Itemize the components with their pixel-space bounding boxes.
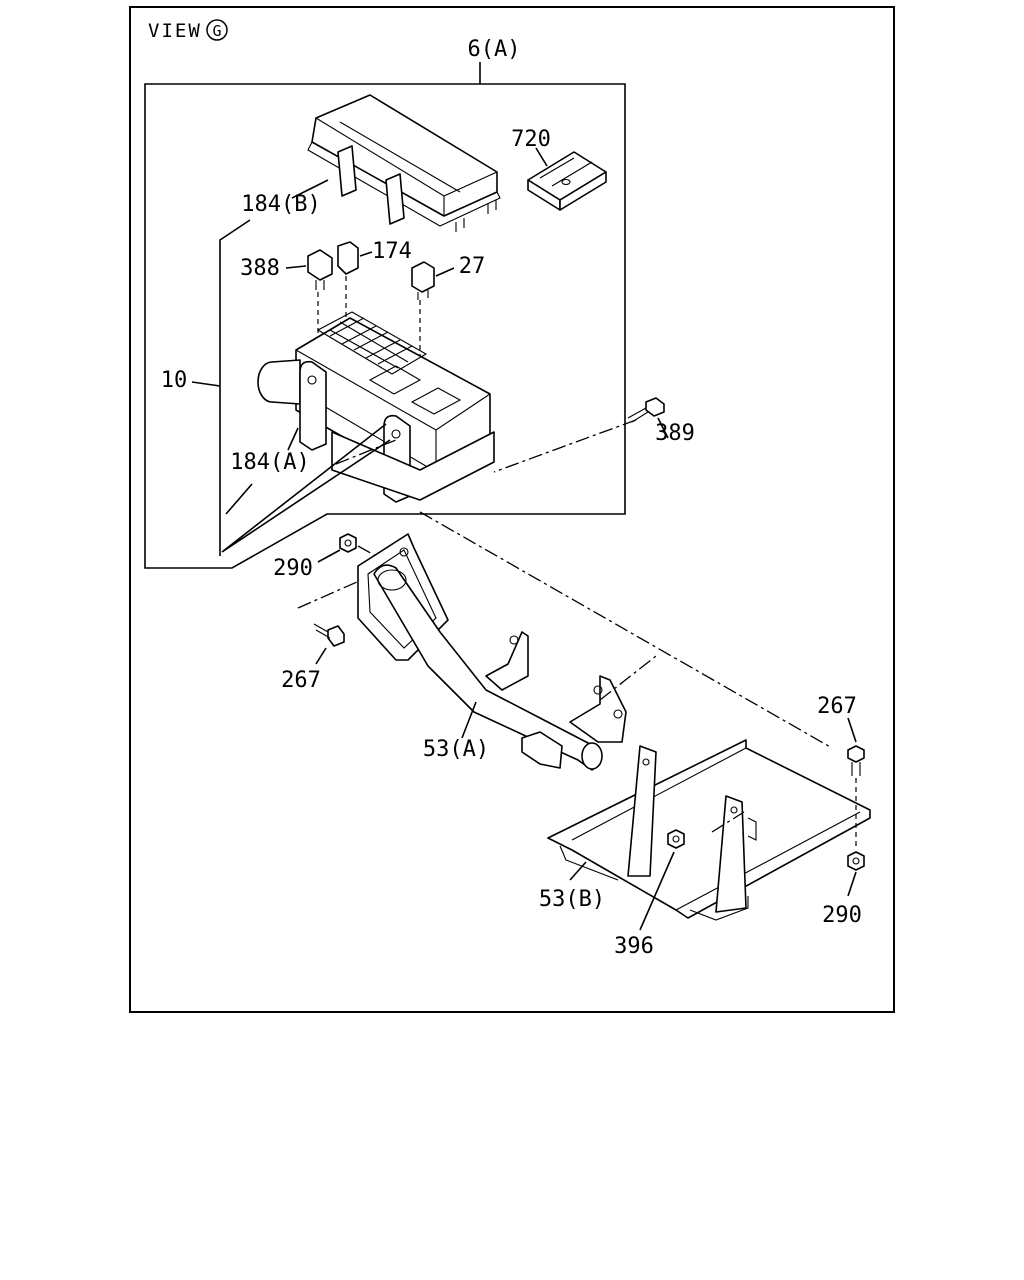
guide-box-tab xyxy=(335,439,397,465)
guide-53a-tab xyxy=(599,655,657,701)
clip-720 xyxy=(527,147,607,211)
callout-290-left: 290 xyxy=(273,556,313,581)
nut-396 xyxy=(639,829,685,931)
nut-290-right xyxy=(847,851,865,897)
guide-box-to-bracket xyxy=(419,511,833,749)
fuse-174 xyxy=(337,241,373,275)
bolt-267-left xyxy=(313,623,345,665)
view-header: VIEW G xyxy=(148,19,228,42)
callout-267-right: 267 xyxy=(817,694,857,719)
relay-388 xyxy=(285,249,333,290)
bolt-389 xyxy=(627,397,669,439)
callout-267-left: 267 xyxy=(281,668,321,693)
callout-53a: 53(A) xyxy=(423,737,489,762)
guide-389 xyxy=(493,419,637,473)
leader-184a-tabs xyxy=(221,423,391,553)
callout-184b: 184(B) xyxy=(241,192,320,217)
callout-27: 27 xyxy=(459,254,486,279)
callout-10: 10 xyxy=(161,368,188,393)
view-marker: G xyxy=(212,22,221,40)
fuse-27 xyxy=(411,261,455,300)
bolt-267-right xyxy=(847,717,865,776)
assembly-6a-bracket xyxy=(144,62,626,569)
callout-389: 389 xyxy=(655,421,695,446)
nut-290-left xyxy=(317,533,357,563)
diagram-frame xyxy=(129,6,895,1013)
leader-10 xyxy=(191,381,221,387)
callout-174: 174 xyxy=(372,239,412,264)
callout-53b: 53(B) xyxy=(539,887,605,912)
fuse-box-body xyxy=(257,311,495,503)
callout-6a: 6(A) xyxy=(468,37,521,62)
guide-267-left xyxy=(297,577,367,609)
callout-184a: 184(A) xyxy=(230,450,309,475)
callout-388: 388 xyxy=(240,256,280,281)
callout-720: 720 xyxy=(511,127,551,152)
guide-396 xyxy=(711,811,745,833)
callout-396: 396 xyxy=(614,934,654,959)
view-label: VIEW xyxy=(148,20,202,42)
leader-184b xyxy=(291,179,329,199)
leader-10-bracket xyxy=(219,219,251,556)
bracket-53a xyxy=(357,533,627,771)
fuse-box-cover xyxy=(307,94,501,232)
callout-290-right: 290 xyxy=(822,903,862,928)
view-marker-circle xyxy=(206,19,228,41)
leader-184a xyxy=(225,427,299,515)
